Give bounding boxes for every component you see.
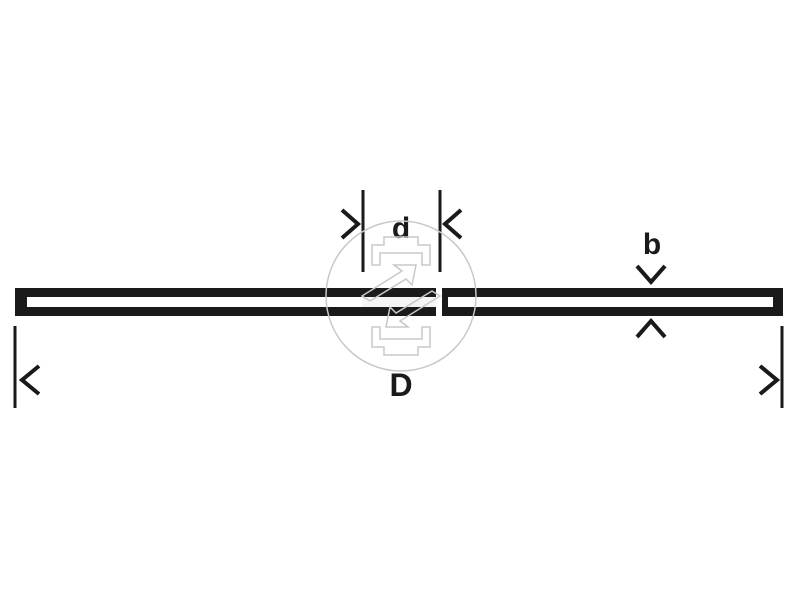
outer-diameter-label: D [389,367,412,403]
arrow-up-icon [635,317,667,339]
bore-dimension-d: d [340,190,463,272]
bore-label: d [392,212,410,245]
watermark-logo-icon [325,220,477,372]
thickness-label: b [643,228,661,261]
arrow-left-icon [18,364,41,396]
thickness-dimension-b: b [635,228,667,339]
outer-dimension-D: D [13,326,784,408]
arrow-right-icon [340,208,362,240]
arrow-left-icon [441,208,463,240]
arrow-down-icon [635,264,667,286]
arrow-right-icon [758,364,781,396]
